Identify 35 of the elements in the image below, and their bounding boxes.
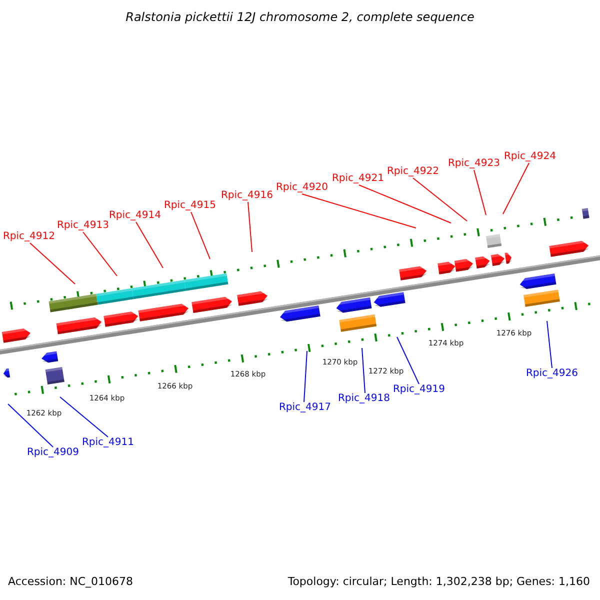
leader-line bbox=[412, 178, 468, 222]
leader-line bbox=[304, 350, 308, 402]
leader-line bbox=[396, 336, 420, 384]
gene-label: Rpic_4912 bbox=[2, 231, 56, 243]
gene-label: Rpic_4917 bbox=[278, 402, 332, 414]
leader-line bbox=[362, 348, 366, 394]
leader-line bbox=[190, 212, 210, 260]
leader-line bbox=[136, 222, 164, 268]
summary-text: Topology: circular; Length: 1,302,238 bp; Genes: 1,160 bbox=[288, 575, 590, 588]
gene-label: Rpic_4911 bbox=[82, 437, 134, 449]
gene-label: Rpic_4916 bbox=[220, 190, 274, 202]
leader-line bbox=[8, 404, 54, 448]
leader-line bbox=[358, 184, 452, 224]
leader-line bbox=[302, 194, 416, 228]
gene-label: Rpic_4924 bbox=[504, 151, 556, 163]
leader-line bbox=[546, 320, 552, 368]
leader-line bbox=[82, 232, 118, 276]
gene-label: Rpic_4923 bbox=[448, 158, 500, 170]
gene-label: Rpic_4922 bbox=[386, 166, 440, 178]
gene-label: Rpic_4913 bbox=[56, 220, 110, 232]
gene-label: Rpic_4909 bbox=[26, 447, 80, 459]
accession-text: Accession: NC_010678 bbox=[8, 575, 134, 588]
gene-label: Rpic_4918 bbox=[338, 393, 390, 405]
gene-label: Rpic_4919 bbox=[392, 384, 446, 396]
gene-label: Rpic_4921 bbox=[332, 173, 384, 185]
leader-line bbox=[30, 242, 76, 284]
gene-label: Rpic_4920 bbox=[276, 182, 328, 194]
gene-label: Rpic_4914 bbox=[108, 210, 162, 222]
leader-line bbox=[60, 396, 108, 438]
gene-label: Rpic_4926 bbox=[526, 368, 578, 380]
gene-label: Rpic_4915 bbox=[164, 200, 216, 212]
leader-line bbox=[248, 202, 252, 252]
chart-title: Ralstonia pickettii 12J chromosome 2, complete sequence bbox=[124, 10, 476, 24]
leader-line bbox=[474, 170, 486, 216]
leader-line bbox=[502, 162, 530, 214]
